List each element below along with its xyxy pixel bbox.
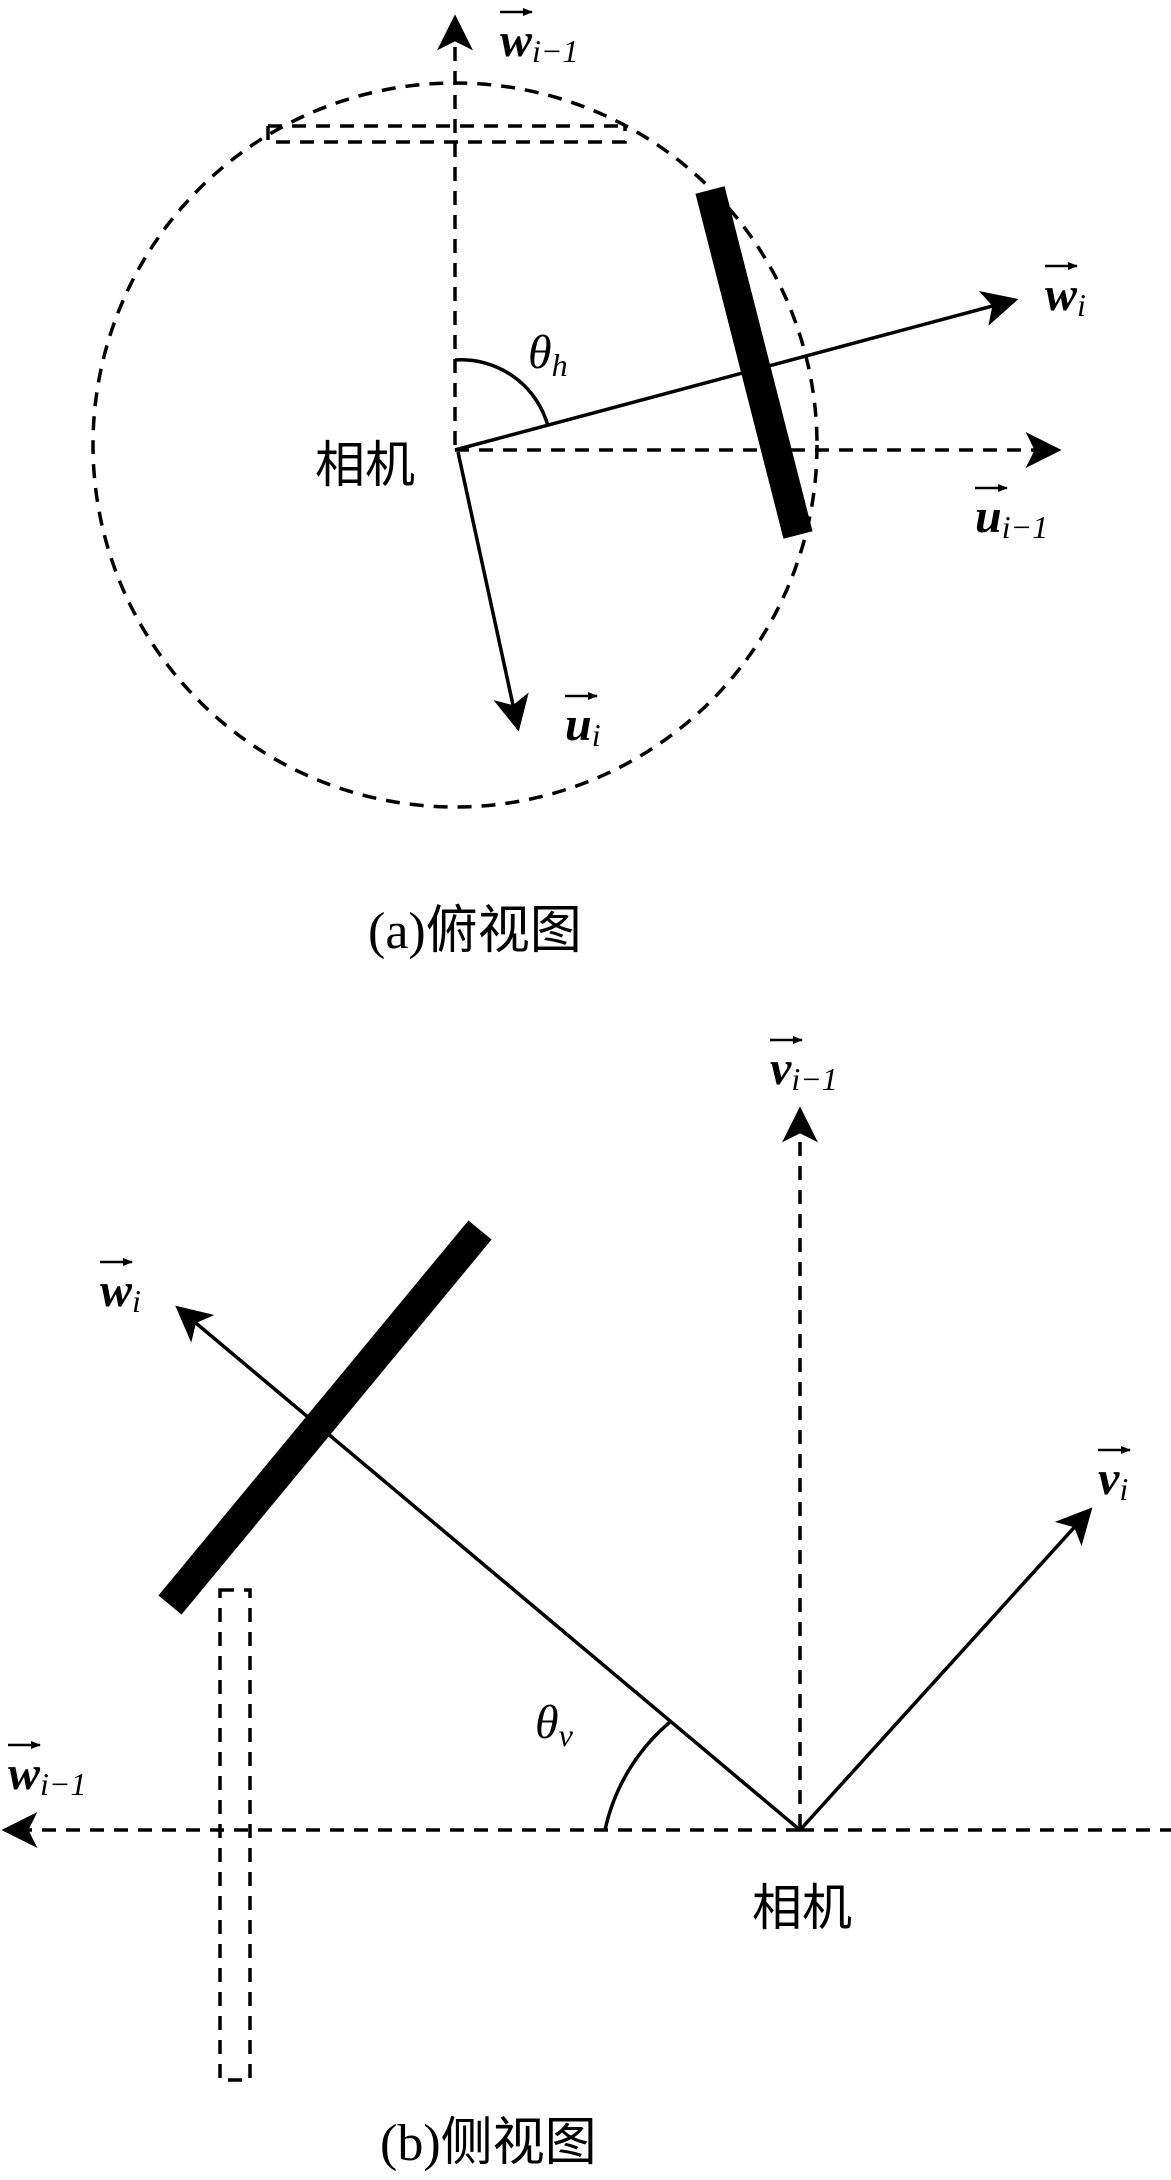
label-w-prev-side: wi−1 — [8, 1741, 87, 1802]
vector-subscript: i−1 — [791, 1061, 837, 1097]
angle-subscript: h — [552, 347, 568, 383]
svg-text:ui: ui — [565, 698, 601, 753]
w-curr-axis-arrow-side — [175, 1305, 802, 1832]
vector-subscript: i−1 — [532, 33, 578, 69]
projection-plane-dashed — [218, 1588, 252, 2082]
label-v-prev-side: vi−1 — [770, 1036, 838, 1097]
caption-side-view: (b)侧视图 — [380, 2115, 597, 2172]
side-view: vi−1 wi vi wi−1 θv 相机 (b)侧视图 — [1, 1036, 1171, 2172]
svg-text:vi: vi — [1098, 1452, 1128, 1507]
angle-symbol: θ — [535, 1696, 559, 1749]
theta-v-label: θv — [535, 1696, 574, 1753]
camera-label-side: 相机 — [752, 1879, 852, 1937]
vector-subscript: i — [1077, 287, 1086, 323]
v-curr-axis-arrow-side — [798, 1507, 1093, 1832]
vector-symbol: v — [770, 1042, 792, 1095]
image-plane-bar-side — [158, 1220, 492, 1615]
vector-symbol: u — [565, 698, 592, 751]
camera-label-top: 相机 — [315, 436, 415, 494]
svg-text:ui−1: ui−1 — [975, 490, 1048, 545]
svg-text:wi−1: wi−1 — [500, 14, 579, 69]
vector-symbol: u — [975, 490, 1002, 543]
theta-h-arc — [454, 358, 550, 427]
caption-top-view: (a)俯视图 — [368, 903, 582, 960]
label-w-prev-top: wi−1 — [500, 8, 579, 69]
label-u-curr-top: ui — [565, 692, 601, 753]
vector-symbol: w — [1045, 268, 1078, 321]
image-plane-bar — [695, 186, 813, 539]
vector-symbol: v — [1098, 1452, 1120, 1505]
svg-text:wi: wi — [100, 1264, 141, 1319]
label-w-curr-top: wi — [1045, 262, 1086, 323]
label-w-curr-side: wi — [100, 1258, 141, 1319]
fov-cap-dashed — [266, 126, 627, 144]
u-curr-axis-arrow — [456, 451, 529, 732]
theta-v-arc — [603, 1720, 672, 1831]
svg-text:wi−1: wi−1 — [8, 1747, 87, 1802]
vector-subscript: i — [592, 717, 601, 753]
vector-symbol: w — [8, 1747, 41, 1800]
vector-symbol: w — [100, 1264, 133, 1317]
label-v-curr-side: vi — [1098, 1446, 1131, 1507]
vector-subscript: i−1 — [1002, 509, 1048, 545]
svg-text:vi−1: vi−1 — [770, 1042, 838, 1097]
angle-symbol: θ — [528, 326, 552, 379]
vector-symbol: w — [500, 14, 533, 67]
vector-subscript: i — [1119, 1471, 1128, 1507]
angle-subscript: v — [559, 1717, 574, 1753]
svg-text:wi: wi — [1045, 268, 1086, 323]
top-view: 相机 wi−1 wi ui−1 ui θh (a)俯视图 — [91, 8, 1086, 960]
vector-subscript: i−1 — [40, 1766, 86, 1802]
vector-subscript: i — [132, 1283, 141, 1319]
label-u-prev-top: ui−1 — [975, 484, 1048, 545]
theta-h-label: θh — [528, 326, 568, 383]
